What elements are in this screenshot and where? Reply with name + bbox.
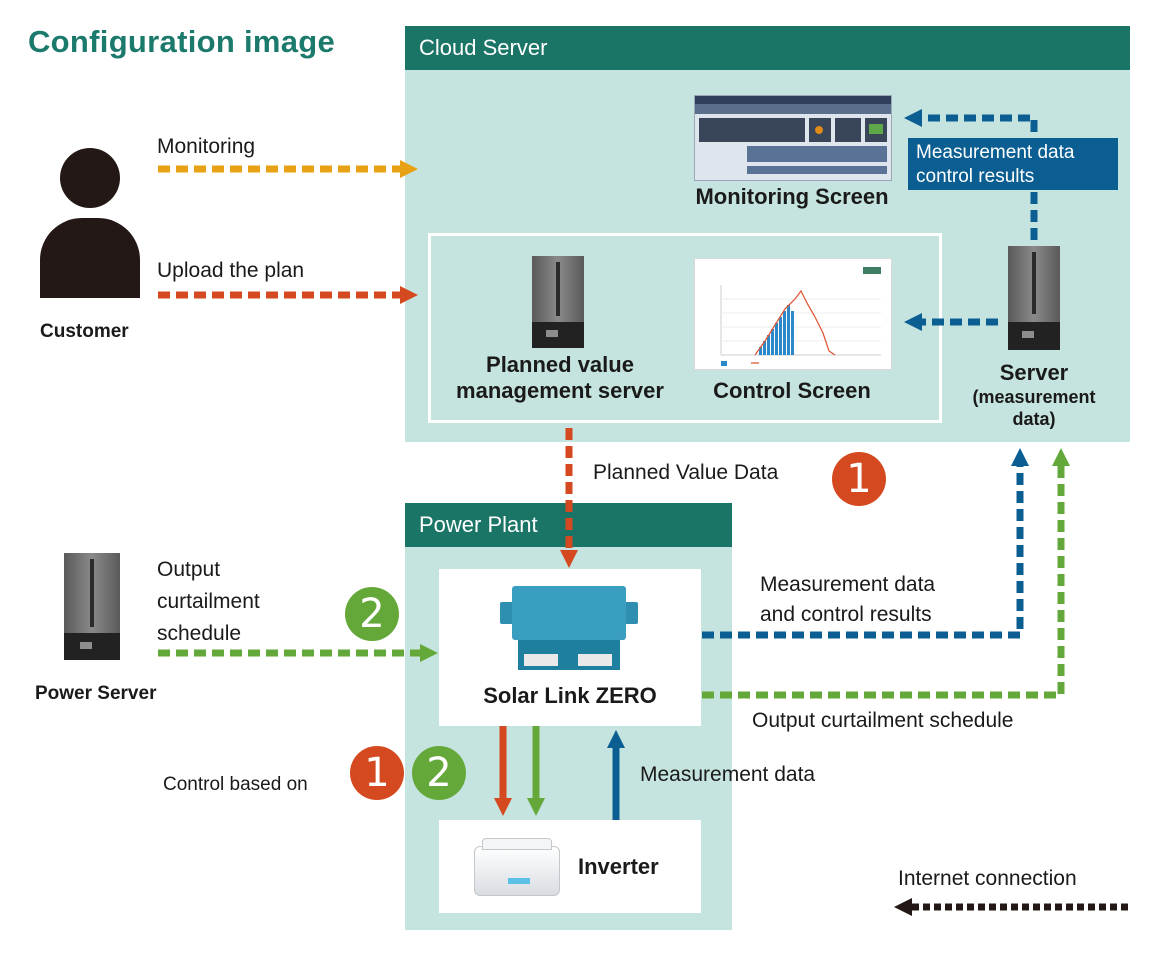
measurement-control-line-2: control results: [916, 166, 1035, 187]
measurement-right-line-1: Measurement data: [760, 573, 936, 596]
output-curtailment-right-arrowhead: [1052, 448, 1070, 466]
measurement-control-results-label: Measurement data control results: [908, 138, 1118, 190]
cloud-server-header: Cloud Server: [405, 26, 1130, 70]
page-title: Configuration image: [28, 24, 336, 59]
server-label: Server (measurement data): [954, 360, 1114, 430]
measurement-control-line-1: Measurement data: [916, 142, 1075, 163]
customer-icon: [40, 148, 140, 298]
control-red-arrowhead: [494, 798, 512, 816]
output-curtailment-right-label: Output curtailment schedule: [752, 709, 1014, 732]
badge-one-planned: 1: [832, 452, 886, 506]
inverter-label: Inverter: [578, 854, 659, 879]
server-icon: [1008, 246, 1060, 350]
output-curtailment-right-line: [702, 464, 1065, 699]
solar-link-zero-label: Solar Link ZERO: [483, 683, 657, 708]
planned-value-server-icon: [532, 256, 584, 348]
internet-connection-label: Internet connection: [898, 867, 1077, 890]
planned-value-server-label: Planned value management server: [432, 352, 688, 404]
internet-legend-arrowhead: [894, 898, 912, 916]
inverter-measurement-arrowhead: [607, 730, 625, 748]
monitoring-label: Monitoring: [157, 135, 256, 158]
upload-plan-label: Upload the plan: [157, 259, 305, 282]
planned-control-group-box: [428, 233, 942, 423]
server-to-monitoring-line: [922, 114, 1038, 240]
control-screen-chart-graphic: [720, 267, 881, 366]
server-label-line-3: data): [1012, 409, 1056, 429]
control-screen-label: Control Screen: [713, 378, 871, 403]
control-based-on-label: Control based on: [163, 774, 308, 795]
server-to-monitoring-arrowhead: [904, 109, 922, 127]
badge-one-control: 1: [350, 746, 404, 800]
output-curtailment-left-label: Output curtailment schedule: [157, 554, 260, 650]
measurement-to-server-arrowhead: [1011, 448, 1029, 466]
monitoring-screen-image: [694, 95, 892, 181]
upload-plan-arrowhead: [400, 286, 418, 304]
customer-label: Customer: [40, 321, 129, 342]
measurement-data-inverter-label: Measurement data: [640, 763, 816, 786]
solar-link-zero-device-image: [500, 584, 638, 672]
server-to-control-arrowhead: [904, 313, 922, 331]
monitoring-arrowhead: [400, 160, 418, 178]
monitoring-screen-label: Monitoring Screen: [695, 184, 889, 209]
server-label-line-2: (measurement: [972, 387, 1096, 407]
measurement-control-results-right-label: Measurement data and control results: [760, 570, 935, 630]
inverter-device-image: [474, 838, 560, 896]
badge-two-control: 2: [412, 746, 466, 800]
measurement-right-line-2: and control results: [760, 603, 932, 626]
control-screen-image: [694, 258, 892, 370]
planned-value-data-arrowhead: [560, 550, 578, 568]
power-server-label: Power Server: [35, 683, 157, 704]
output-curtailment-left-line-1: Output: [157, 558, 221, 581]
output-curtailment-left-arrowhead: [420, 644, 438, 662]
output-curtailment-left-line-2: curtailment: [157, 590, 260, 613]
planned-value-server-line-2: management server: [456, 378, 664, 403]
planned-value-data-label: Planned Value Data: [593, 461, 779, 484]
planned-value-server-line-1: Planned value: [486, 352, 634, 377]
badge-two-schedule: 2: [345, 587, 399, 641]
server-label-line-1: Server: [999, 360, 1069, 385]
output-curtailment-left-line-3: schedule: [157, 622, 242, 645]
measurement-to-server-line: [702, 464, 1024, 639]
power-server-icon: [64, 553, 120, 660]
control-green-arrowhead: [527, 798, 545, 816]
